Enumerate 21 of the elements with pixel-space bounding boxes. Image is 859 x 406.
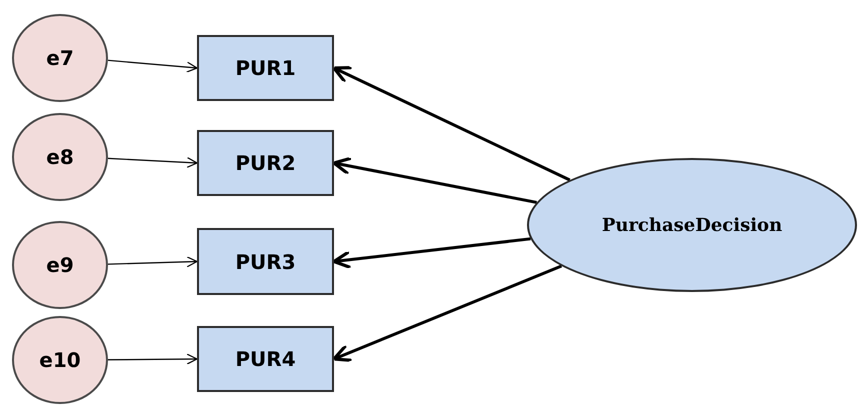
node-label: PUR2 bbox=[235, 151, 296, 175]
arrow bbox=[332, 156, 537, 204]
indicator-box bbox=[197, 228, 334, 295]
arrow bbox=[332, 66, 570, 182]
node-label: PurchaseDecision bbox=[600, 214, 784, 238]
arrow bbox=[108, 156, 198, 168]
arrow bbox=[108, 353, 198, 365]
arrow bbox=[332, 237, 531, 270]
node-label: e8 bbox=[46, 145, 74, 169]
node-label: PUR1 bbox=[235, 56, 296, 80]
indicator-box bbox=[197, 35, 334, 101]
arrow bbox=[108, 60, 198, 73]
arrow bbox=[332, 264, 562, 362]
arrow bbox=[108, 256, 198, 268]
node-label: e10 bbox=[39, 348, 81, 372]
node-label: e9 bbox=[46, 253, 74, 277]
node-label: e7 bbox=[46, 46, 74, 70]
indicator-box bbox=[197, 130, 334, 196]
node-label: PUR3 bbox=[235, 250, 296, 274]
node-label: PUR4 bbox=[235, 347, 296, 371]
indicator-box bbox=[197, 326, 334, 392]
